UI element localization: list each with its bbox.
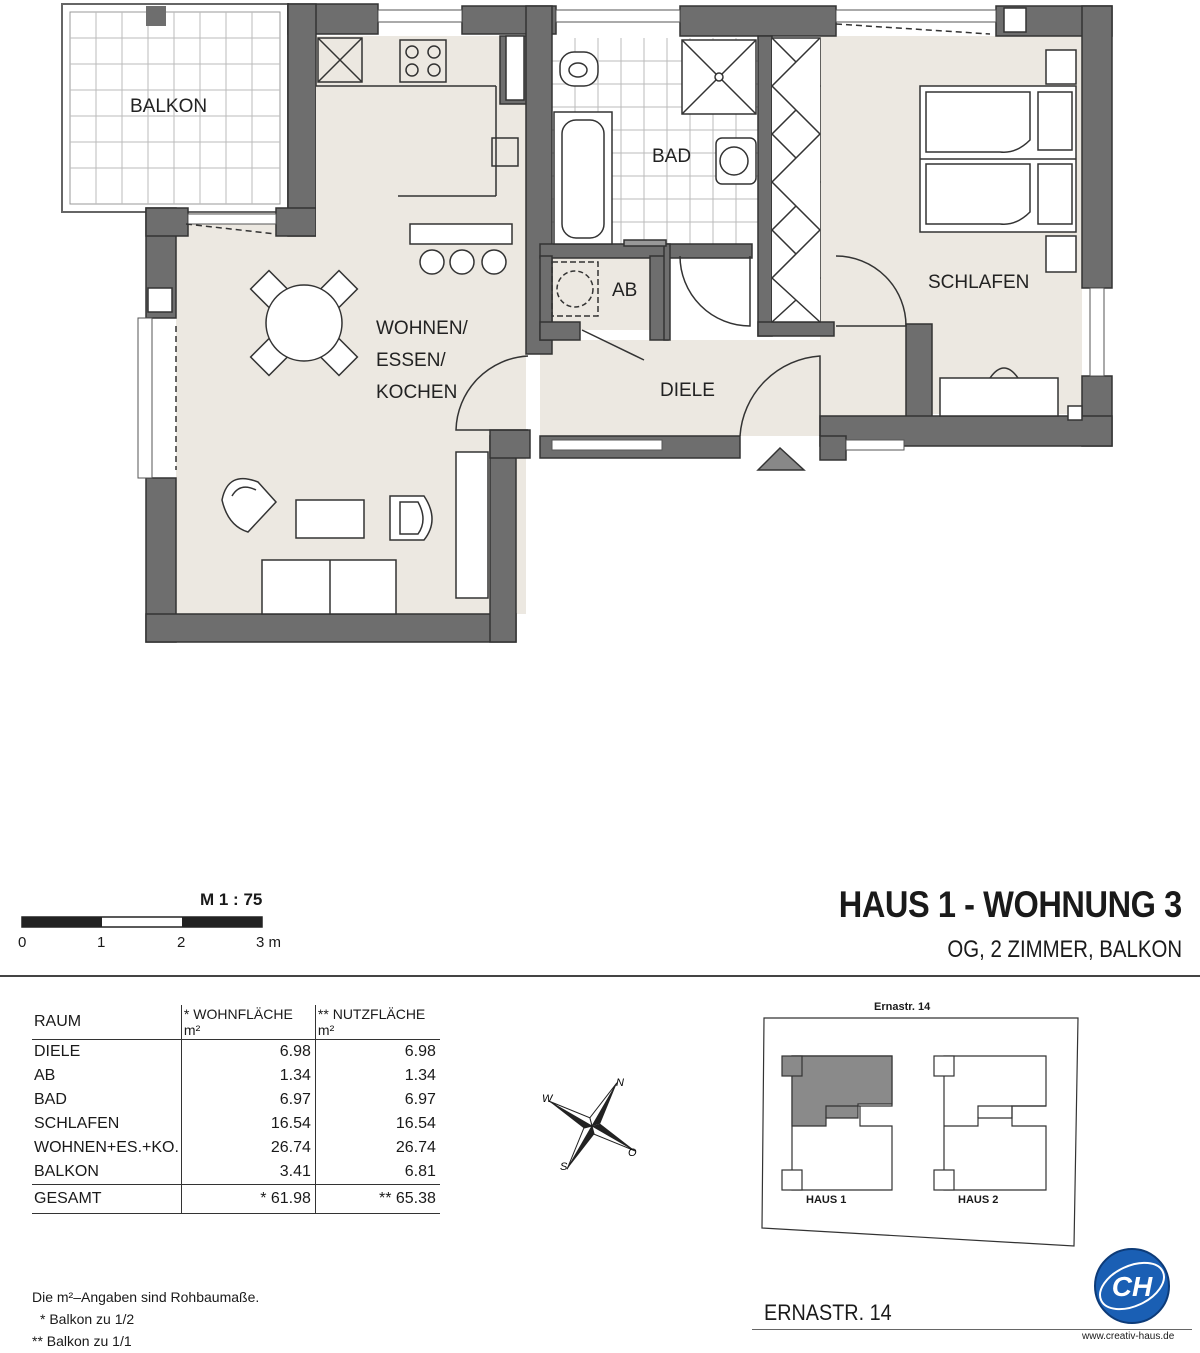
doors (175, 23, 991, 470)
logo-text: CH (1112, 1271, 1153, 1302)
compass-n: N (616, 1077, 624, 1089)
room-label-essen: ESSEN/ (376, 350, 446, 371)
room-label-wohnen: WOHNEN/ (376, 318, 469, 339)
site-label-haus2: HAUS 2 (958, 1194, 999, 1206)
address-underline (752, 1329, 1192, 1330)
cell-total-wohn: * 61.98 (180, 1184, 316, 1214)
cell-nutz: 1.34 (314, 1064, 440, 1088)
balcony (61, 3, 289, 213)
cell-nutz: 16.54 (314, 1112, 440, 1136)
cell-wohn: 6.97 (180, 1088, 316, 1112)
note-rohbau: Die m²–Angaben sind Rohbaumaße. (32, 1289, 260, 1305)
cell-raum: AB (34, 1067, 56, 1084)
cell-raum: DIELE (34, 1043, 81, 1060)
site-plan (761, 1017, 1079, 1247)
cell-wohn: 3.41 (180, 1160, 316, 1185)
room-label-ab: AB (612, 280, 637, 301)
header-wohnflaeche: * WOHNFLÄCHE m² (180, 1005, 316, 1040)
cell-nutz: 6.98 (314, 1039, 440, 1064)
room-label-kochen: KOCHEN (376, 382, 457, 403)
table-header-row: RAUM * WOHNFLÄCHE m² ** NUTZFLÄCHE m² (32, 1005, 440, 1040)
windows (137, 9, 1105, 479)
cell-wohn: 26.74 (180, 1136, 316, 1160)
living-furniture (221, 451, 489, 615)
company-logo-icon: CH (1094, 1248, 1170, 1324)
cell-raum: BALKON (34, 1163, 99, 1180)
floor-plan: BALKON BAD AB SCHLAFEN WOHNEN/ ESSEN/ KO… (61, 3, 1113, 643)
cell-nutz: 6.97 (314, 1088, 440, 1112)
scale-bar (21, 916, 263, 928)
dining-table (249, 269, 359, 377)
compass-rose-icon: N O S W (542, 1077, 637, 1173)
table-row: SCHLAFEN 16.54 16.54 (32, 1112, 440, 1136)
table-row: WOHNEN+ES.+KO. 26.74 26.74 (32, 1136, 440, 1160)
scale-tick-0: 0 (18, 934, 27, 951)
walls (145, 3, 1113, 643)
cell-raum: BAD (34, 1091, 67, 1108)
table-row: BALKON 3.41 6.81 (32, 1160, 440, 1185)
table-row: DIELE 6.98 6.98 (32, 1039, 440, 1064)
cell-raum: SCHLAFEN (34, 1115, 120, 1132)
utility-room (551, 261, 599, 317)
scale-label: M 1 : 75 (200, 890, 263, 909)
cell-raum: WOHNEN+ES.+KO. (34, 1139, 179, 1156)
website-label: www.creativ-haus.de (1082, 1331, 1175, 1342)
cell-nutz: 6.81 (314, 1160, 440, 1185)
scale-tick-1: 1 (97, 934, 106, 951)
structural-columns (147, 7, 1083, 421)
room-label-bad: BAD (652, 146, 691, 167)
site-label-haus1: HAUS 1 (806, 1194, 847, 1206)
apartment-title: HAUS 1 - WOHNUNG 3 (838, 884, 1182, 925)
room-label-schlafen: SCHLAFEN (928, 272, 1029, 293)
cell-total-raum: GESAMT (32, 1184, 182, 1214)
section-divider (0, 975, 1200, 977)
compass-s: S (560, 1161, 568, 1173)
address-label: ERNASTR. 14 (764, 1300, 892, 1325)
site-street-label: Ernastr. 14 (874, 1001, 931, 1013)
cell-wohn: 1.34 (180, 1064, 316, 1088)
bathroom-fixtures (553, 39, 757, 247)
compass-o: O (628, 1147, 637, 1159)
scale-tick-3: 3 m (256, 934, 282, 951)
bed (919, 49, 1077, 417)
cell-nutz: 26.74 (314, 1136, 440, 1160)
entrance-marker (756, 446, 806, 471)
cell-wohn: 6.98 (180, 1039, 316, 1064)
room-label-balkon: BALKON (130, 96, 207, 117)
cell-total-nutz: ** 65.38 (314, 1184, 440, 1214)
header-nutzflaeche: ** NUTZFLÄCHE m² (314, 1005, 440, 1040)
header-raum: RAUM (32, 1005, 182, 1040)
table-total-row: GESAMT * 61.98 ** 65.38 (32, 1184, 440, 1214)
compass-w: W (542, 1093, 554, 1105)
table-row: AB 1.34 1.34 (32, 1064, 440, 1088)
kitchen-counter (316, 35, 525, 275)
area-table: RAUM * WOHNFLÄCHE m² ** NUTZFLÄCHE m² DI… (32, 1005, 440, 1214)
room-label-diele: DIELE (660, 380, 715, 401)
table-row: BAD 6.97 6.97 (32, 1088, 440, 1112)
cell-wohn: 16.54 (180, 1112, 316, 1136)
apartment-subtitle: OG, 2 ZIMMER, BALKON (947, 936, 1182, 963)
note-balkon-full: ** Balkon zu 1/1 (32, 1333, 132, 1349)
scale-tick-2: 2 (177, 934, 186, 951)
note-balkon-half: * Balkon zu 1/2 (40, 1311, 135, 1327)
wardrobe (770, 37, 822, 323)
